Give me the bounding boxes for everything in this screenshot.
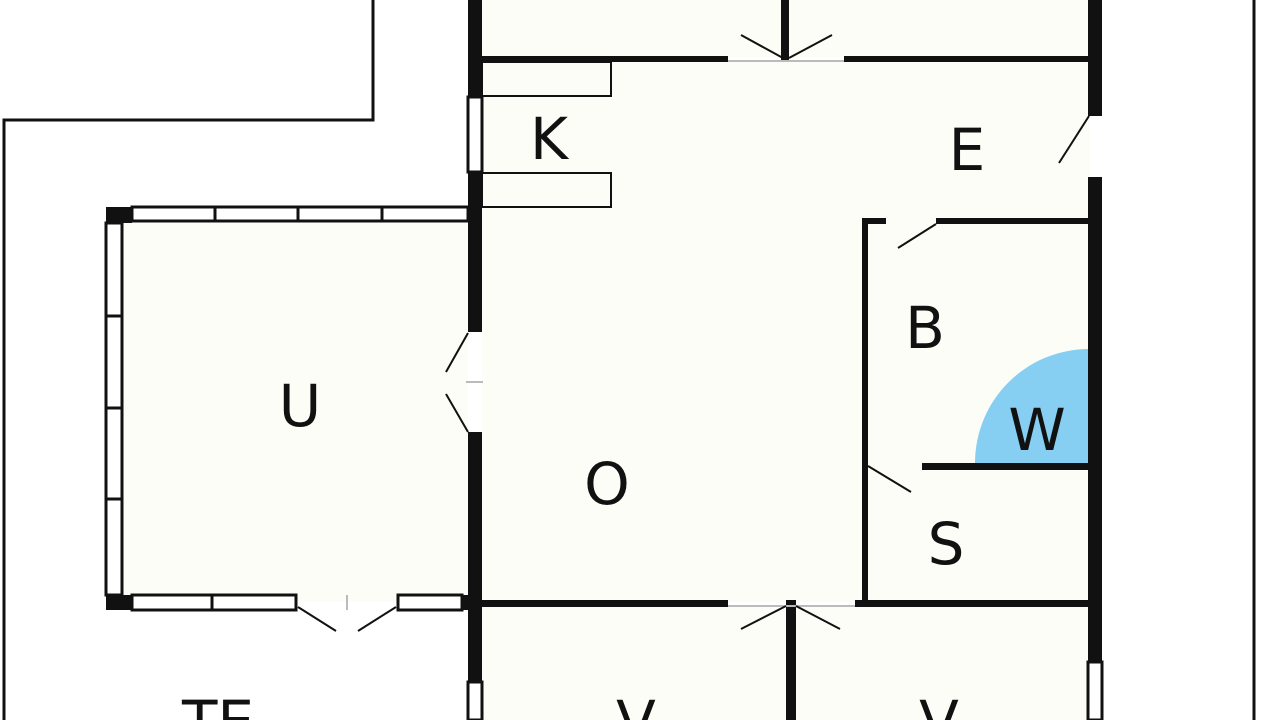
door-uo-leaf-top bbox=[445, 332, 469, 373]
room-label-w: W bbox=[1008, 396, 1065, 464]
wall-bottom-right bbox=[855, 600, 1088, 607]
room-label-v-right: V bbox=[919, 688, 959, 720]
wall-bath-top-left bbox=[862, 218, 886, 224]
room-labels: K E B W U O S V V TE bbox=[181, 105, 1066, 720]
room-label-te: TE bbox=[181, 688, 254, 720]
door-bottom-leaf-left bbox=[740, 605, 787, 630]
room-label-k: K bbox=[530, 105, 570, 173]
room-label-s: S bbox=[928, 510, 965, 578]
room-label-u: U bbox=[279, 372, 321, 440]
window-left-lower bbox=[466, 680, 484, 720]
site-outline bbox=[2, 0, 1256, 720]
window-u-left-2 bbox=[104, 314, 124, 410]
door-terrace-leaf-right bbox=[357, 606, 397, 632]
kitchen-counter-upper bbox=[481, 61, 612, 97]
walls bbox=[106, 0, 1102, 720]
room-label-v-left: V bbox=[616, 688, 656, 720]
door-top-leaf-left bbox=[740, 34, 784, 59]
room-label-o: O bbox=[584, 450, 630, 518]
door-bath-leaf bbox=[897, 223, 937, 249]
wall-u-corner-bl bbox=[106, 595, 132, 610]
wall-bottom-left bbox=[482, 600, 728, 607]
wall-bottom-divider bbox=[786, 600, 796, 720]
wet-area-shower bbox=[975, 349, 1089, 463]
wall-top-right bbox=[844, 56, 1090, 62]
window-u-top-4 bbox=[380, 205, 470, 223]
kitchen-counter-lower bbox=[481, 172, 612, 208]
kitchen-counters bbox=[481, 61, 612, 208]
window-kitchen bbox=[466, 95, 484, 174]
window-u-top-3 bbox=[296, 205, 384, 223]
window-u-top-1 bbox=[130, 205, 217, 223]
door-terrace-leaf-left bbox=[297, 606, 337, 632]
window-u-bottom-2 bbox=[210, 593, 298, 612]
wall-left-upper bbox=[468, 0, 482, 97]
window-u-bottom-3 bbox=[396, 593, 464, 612]
floor-u-room bbox=[118, 218, 468, 602]
wall-bath-top-right bbox=[936, 218, 1088, 224]
wall-top-left bbox=[482, 56, 728, 62]
doors bbox=[297, 34, 1090, 632]
wall-top-divider bbox=[781, 0, 789, 62]
door-sauna-leaf bbox=[867, 465, 912, 493]
wall-right-upper bbox=[1088, 0, 1102, 116]
window-u-top-2 bbox=[213, 205, 300, 223]
windows bbox=[104, 95, 1104, 720]
window-u-left-3 bbox=[104, 406, 124, 501]
site-boundary-upper bbox=[2, 0, 375, 720]
window-right-lower bbox=[1086, 660, 1104, 720]
window-u-left-4 bbox=[104, 497, 124, 597]
door-uo-leaf-bottom bbox=[445, 393, 469, 433]
wall-u-bottom-right bbox=[462, 595, 482, 610]
room-label-b: B bbox=[905, 294, 945, 362]
wall-left-lower bbox=[468, 432, 482, 682]
window-u-left-1 bbox=[104, 221, 124, 318]
wall-left-mid bbox=[468, 172, 482, 332]
wall-bath-sauna bbox=[922, 463, 1088, 470]
door-top-leaf-right bbox=[788, 34, 833, 59]
wall-u-corner-tl bbox=[106, 207, 132, 223]
floor-main bbox=[482, 62, 1090, 602]
door-entrance-leaf bbox=[1058, 115, 1090, 164]
wall-right-lower bbox=[1088, 177, 1102, 662]
wall-bath-left bbox=[862, 218, 868, 604]
room-label-e: E bbox=[949, 116, 986, 184]
window-u-bottom-1 bbox=[130, 593, 214, 612]
door-bottom-leaf-right bbox=[795, 605, 841, 630]
